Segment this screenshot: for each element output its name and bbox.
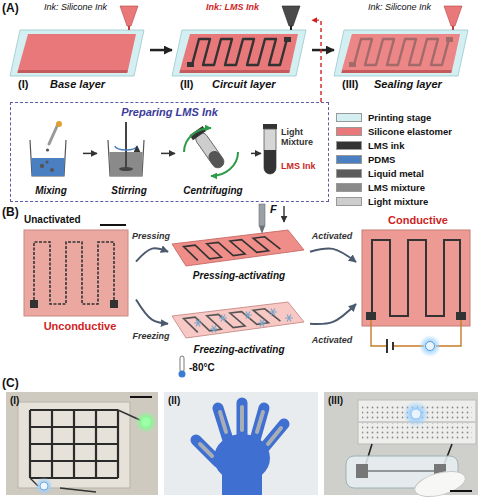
process-group: Preparing LMS InkMixing Stirring Centrifug…: [10, 102, 329, 202]
node-text: Preparing LMS Ink: [11, 106, 328, 119]
legend-swatch: [336, 155, 362, 164]
legend-swatch: [336, 183, 362, 192]
layer-panel: Ink: Silicone InkSealing layer (III): [334, 2, 474, 93]
legend-swatch: [336, 127, 362, 136]
thermometer: [179, 356, 186, 378]
photo-grid-sensor: [6, 392, 158, 495]
activation-step: Freezing-activating: [168, 300, 310, 366]
layer-panel: Ink: Silicone InkBase layer (I): [10, 2, 150, 93]
legend-swatch: [336, 113, 362, 122]
legend: Printing stageSilicone elastomerLMS inkP…: [336, 110, 452, 208]
node-text: Freezing-activating: [168, 344, 310, 356]
legend-row: LMS mixture: [336, 180, 452, 194]
flow-arrow: [312, 20, 321, 102]
circuit-layer-figure: [172, 6, 306, 76]
edge-label: Activated: [311, 231, 354, 241]
photo-number: (I): [10, 395, 19, 407]
legend-text: PDMS: [368, 154, 395, 165]
edge-label: Activated: [311, 335, 354, 345]
node-text: Mixing: [19, 185, 83, 197]
legend-swatch: [336, 169, 362, 178]
process-step: Stirring: [97, 123, 161, 199]
centrifuge-tube: [184, 126, 238, 176]
legend-text: Printing stage: [368, 112, 431, 123]
panel-letter: (C): [2, 377, 19, 391]
photo-glove: [164, 392, 318, 495]
edge-label: Pressing: [131, 231, 171, 241]
activation-step: Pressing-activating: [168, 224, 310, 290]
flow-arrow: [312, 49, 334, 52]
node-text: Ink: Silicone Ink: [44, 2, 107, 12]
flow-arrow: [310, 304, 356, 324]
legend-text: Liquid metal: [368, 168, 424, 179]
stirring-beaker: [108, 122, 144, 176]
base-layer-figure: [10, 6, 144, 76]
legend-row: PDMS: [336, 152, 452, 166]
flow-arrow: [150, 49, 172, 52]
legend-row: Liquid metal: [336, 166, 452, 180]
legend-swatch: [336, 141, 362, 150]
legend-row: Light mixture: [336, 194, 452, 208]
panel-letter: (B): [2, 206, 19, 220]
photo-number: (II): [168, 395, 180, 407]
legend-row: LMS ink: [336, 138, 452, 152]
freezing-plate: [172, 302, 304, 338]
legend-text: LMS mixture: [368, 182, 425, 193]
conductive-photo: [362, 230, 470, 357]
flow-arrow: [161, 153, 175, 155]
node-text: Unactivated: [24, 214, 81, 226]
temperature-label: -80°C: [189, 362, 215, 374]
flow-arrow: [310, 249, 356, 262]
pressing-plate: [172, 230, 304, 266]
node-text: (III): [342, 78, 359, 91]
flow-arrow: [136, 299, 168, 323]
node-text: Ink: LMS Ink: [206, 2, 259, 12]
node-text: (I): [18, 78, 28, 91]
pressing-probe: [259, 204, 284, 234]
node-text: Sealing layer: [374, 78, 442, 91]
sealing-layer-figure: [334, 6, 468, 76]
process-step: Centrifuging: [175, 123, 251, 199]
legend-row: Silicone elastomer: [336, 124, 452, 138]
edge-label: Freezing: [131, 331, 170, 341]
node-text: (II): [180, 78, 193, 91]
node-text: Stirring: [97, 185, 161, 197]
flow-arrow: [251, 153, 261, 155]
photo-gel-circuit: [324, 392, 478, 499]
panel-letter: (A): [2, 2, 19, 16]
sample-state: Conductive: [356, 214, 480, 364]
mixing-beaker: [30, 121, 66, 176]
legend-row: Printing stage: [336, 110, 452, 124]
process-step: Mixing: [19, 123, 83, 199]
flow-arrow: [136, 248, 168, 261]
node-text: Centrifuging: [175, 185, 251, 197]
node-text: Light Mixture: [281, 127, 325, 148]
node-text: Ink: Silicone Ink: [368, 2, 431, 12]
flow-arrow: [83, 153, 97, 155]
node-text: Unconductive: [24, 320, 136, 333]
legend-text: Silicone elastomer: [368, 126, 452, 137]
photo-number: (III): [328, 395, 343, 407]
node-text: Circuit layer: [212, 78, 276, 91]
ink-tube: Light MixtureLMS Ink: [261, 123, 327, 199]
node-text: Conductive: [356, 214, 480, 227]
legend-text: Light mixture: [368, 196, 428, 207]
unactivated-photo: [24, 225, 128, 316]
sample-state: UnactivatedUnconductive: [24, 214, 136, 336]
force-label: F: [270, 203, 277, 216]
separated-tube: [263, 124, 277, 174]
node-text: Pressing-activating: [168, 270, 310, 282]
layer-panel: Ink: LMS InkCircuit layer (II): [172, 2, 312, 93]
legend-swatch: [336, 197, 362, 206]
legend-text: LMS ink: [368, 140, 404, 151]
node-text: LMS Ink: [281, 161, 325, 171]
node-text: Base layer: [50, 78, 105, 91]
